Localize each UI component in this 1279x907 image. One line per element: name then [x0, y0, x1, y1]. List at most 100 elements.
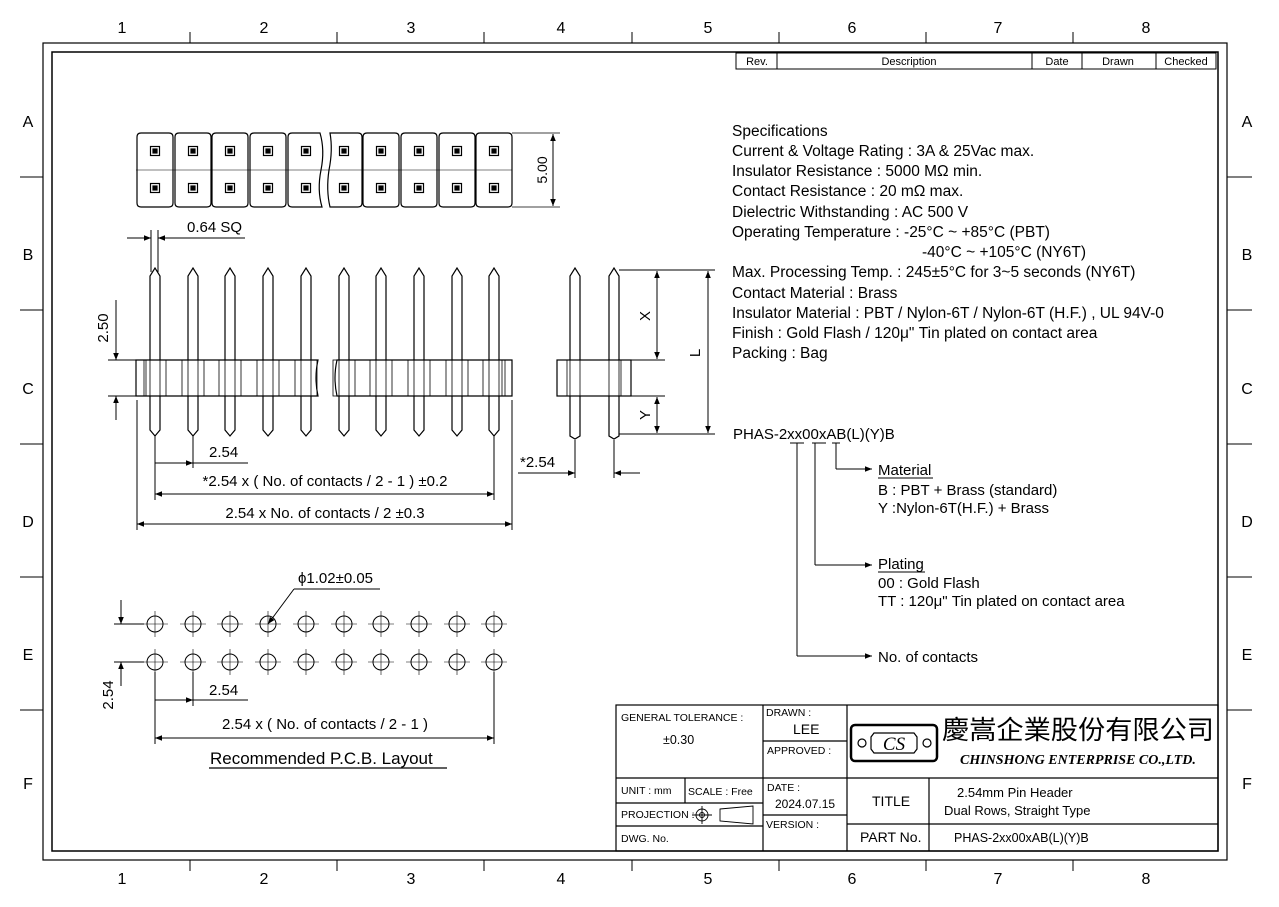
- spec-line: Contact Resistance : 20 mΩ max.: [732, 183, 963, 200]
- pin-square: [375, 182, 387, 194]
- company-logo: CS: [849, 723, 939, 763]
- col-label-bottom: 1: [118, 871, 127, 888]
- pin-upper: [187, 266, 199, 360]
- row-label-right: B: [1242, 247, 1253, 264]
- pin-body-section: [300, 359, 312, 397]
- pin-square: [224, 182, 236, 194]
- pin-square: [262, 145, 274, 157]
- part-code: PHAS-2xx00xAB(L)(Y)B: [733, 426, 895, 443]
- general-tolerance-value: ±0.30: [663, 733, 694, 747]
- col-label-top: 7: [994, 20, 1003, 37]
- pin-body-section: [375, 359, 387, 397]
- pin-body-section: [262, 359, 274, 397]
- part-no-label: PART No.: [860, 829, 921, 845]
- pin-square: [187, 145, 199, 157]
- revision-table: Rev. Description Date Drawn Checked: [735, 52, 1217, 70]
- pin-body-section: [451, 359, 463, 397]
- plating-title: Plating: [878, 556, 924, 573]
- spec-line: Max. Processing Temp. : 245±5°C for 3~5 …: [732, 264, 1135, 281]
- unit-label: UNIT : mm: [621, 785, 672, 797]
- pcb-layout: [114, 588, 507, 744]
- housing-cell: [362, 132, 400, 208]
- pin-body-section: [338, 359, 350, 397]
- drawn-label: DRAWN :: [766, 707, 811, 719]
- spec-line: Operating Temperature : -25°C ~ +85°C (P…: [732, 224, 1050, 241]
- pin-square-center: [265, 148, 271, 154]
- zone-labels: 1 2 3 4 5 6 7 8 1 2 3 4 5 6 7 8 A B C D …: [22, 20, 1253, 888]
- approved-label: APPROVED :: [767, 745, 831, 757]
- spec-line: Current & Voltage Rating : 3A & 25Vac ma…: [732, 143, 1034, 160]
- col-label-bottom: 5: [704, 871, 713, 888]
- pin-upper: [262, 266, 274, 360]
- pin-square: [338, 182, 350, 194]
- drawn-header: Drawn: [1102, 56, 1134, 68]
- title-block: [615, 704, 1219, 852]
- pcb-span-label: 2.54 x ( No. of contacts / 2 - 1 ): [222, 716, 428, 733]
- pin-square: [375, 145, 387, 157]
- spec-line: -40°C ~ +105°C (NY6T): [922, 244, 1086, 261]
- company-name-en: CHINSHONG ENTERPRISE CO.,LTD.: [960, 753, 1196, 768]
- version-label: VERSION :: [766, 819, 819, 831]
- dim-250-label: 2.50: [95, 313, 112, 342]
- row-label-left: B: [23, 247, 34, 264]
- span-total-label: 2.54 x No. of contacts / 2 ±0.3: [225, 505, 424, 522]
- pin-lower: [187, 396, 199, 437]
- col-label-bottom: 4: [557, 871, 566, 888]
- scale-label: SCALE : Free: [688, 786, 753, 798]
- rev-header: Rev.: [746, 56, 768, 68]
- pin-square-dim: [127, 230, 245, 272]
- drawn-value: LEE: [793, 721, 819, 737]
- pin-square: [413, 145, 425, 157]
- pcb-title: Recommended P.C.B. Layout: [210, 749, 433, 768]
- pin-upper: [375, 266, 387, 360]
- pin-square-label: 0.64 SQ: [187, 219, 242, 236]
- col-label-top: 3: [407, 20, 416, 37]
- pin-square: [451, 182, 463, 194]
- pin-body-section: [488, 359, 500, 397]
- title-line-1: 2.54mm Pin Header: [957, 785, 1073, 800]
- spec-line: Insulator Material : PBT / Nylon-6T / Ny…: [732, 305, 1164, 322]
- row-label-left: D: [22, 514, 34, 531]
- pin-square-center: [491, 185, 497, 191]
- pin-square-center: [227, 185, 233, 191]
- pin-lower: [375, 396, 387, 437]
- pin-square-center: [303, 185, 309, 191]
- side-pitch-label: *2.54: [520, 454, 555, 471]
- housing-cell: [287, 132, 324, 208]
- zone-ticks: [20, 32, 1252, 871]
- pin-square-center: [491, 148, 497, 154]
- pin-body-section: [224, 359, 236, 397]
- pin-square-center: [341, 185, 347, 191]
- row-label-left: A: [23, 114, 34, 131]
- hole-dia-label: ϕ1.02±0.05: [298, 570, 373, 587]
- date-label: DATE :: [767, 782, 800, 794]
- col-label-top: 4: [557, 20, 566, 37]
- checked-header: Checked: [1164, 56, 1207, 68]
- pin-square-center: [152, 185, 158, 191]
- pin-square-center: [454, 148, 460, 154]
- pin-square: [488, 182, 500, 194]
- col-label-top: 5: [704, 20, 713, 37]
- col-label-top: 6: [848, 20, 857, 37]
- contacts-label: No. of contacts: [878, 649, 978, 666]
- title-line-2: Dual Rows, Straight Type: [944, 803, 1090, 818]
- pin-square: [224, 145, 236, 157]
- material-line: Y :Nylon-6T(H.F.) + Brass: [878, 500, 1049, 517]
- pin-body-section: [413, 359, 425, 397]
- l-label: L: [687, 349, 704, 357]
- front-pitch-label: 2.54: [209, 444, 238, 461]
- date-header: Date: [1045, 56, 1068, 68]
- pin-square: [300, 182, 312, 194]
- pin-upper: [224, 266, 236, 360]
- specifications-block: Specifications Current & Voltage Rating …: [732, 123, 1164, 362]
- pin-square-center: [303, 148, 309, 154]
- pin-square-center: [378, 148, 384, 154]
- col-label-top: 8: [1142, 20, 1151, 37]
- row-label-right: C: [1241, 381, 1253, 398]
- spec-line: Finish : Gold Flash / 120μ" Tin plated o…: [732, 325, 1098, 342]
- top-view: [136, 132, 560, 208]
- pin-square: [262, 182, 274, 194]
- col-label-bottom: 6: [848, 871, 857, 888]
- pin-upper: [300, 266, 312, 360]
